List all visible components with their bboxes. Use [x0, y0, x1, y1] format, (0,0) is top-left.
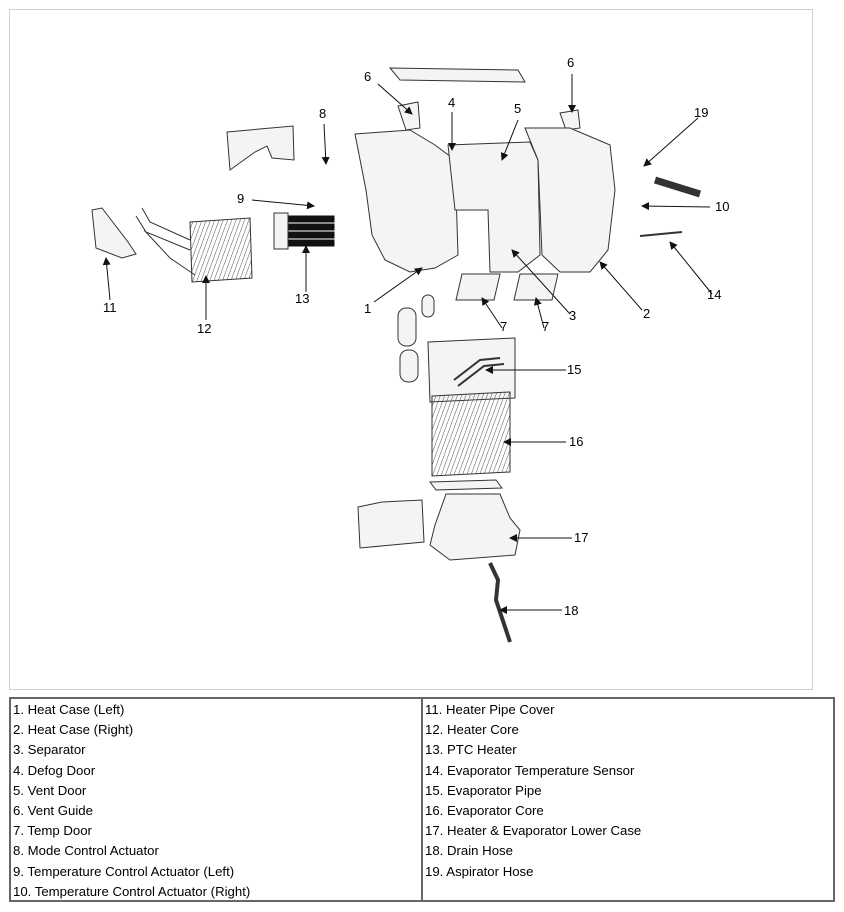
diagram-canvas: 1 2 3 4 5 6 6 7 7 8 9 10 11 12 13 14 15 …	[91, 55, 729, 643]
drain-hose-part	[488, 562, 512, 643]
legend-item: 19. Aspirator Hose	[425, 863, 534, 879]
heater-pipe-cover-part	[91, 207, 137, 259]
vent-guide-right-part	[559, 109, 581, 131]
callout-7b: 7	[542, 319, 549, 334]
leader-11	[102, 257, 111, 301]
callout-9: 9	[237, 191, 244, 206]
callout-15: 15	[567, 362, 581, 377]
parts-legend-table: 1. Heat Case (Left) 2. Heat Case (Right)…	[9, 697, 835, 902]
callout-17: 17	[574, 530, 588, 545]
legend-column-left: 1. Heat Case (Left) 2. Heat Case (Right)…	[11, 699, 423, 900]
legend-item: 8. Mode Control Actuator	[13, 843, 159, 859]
ptc-heater-part	[273, 212, 335, 250]
temp-door-left-part	[455, 273, 501, 301]
leader-3	[511, 249, 571, 315]
leader-5	[500, 119, 519, 161]
heat-case-left-part	[354, 129, 459, 273]
leader-7b	[533, 297, 545, 329]
legend-item: 10. Temperature Control Actuator (Right)	[13, 883, 251, 899]
legend-item: 5. Vent Door	[13, 782, 87, 798]
leader-9	[251, 199, 315, 210]
callout-16: 16	[569, 434, 583, 449]
callout-6a: 6	[364, 69, 371, 84]
legend-item: 17. Heater & Evaporator Lower Case	[425, 823, 642, 839]
heat-case-right-part	[524, 127, 616, 273]
callout-5: 5	[514, 101, 521, 116]
legend-item: 13. PTC Heater	[425, 742, 517, 758]
vent-guide-left-part	[397, 101, 421, 131]
leader-6a	[377, 83, 413, 115]
callout-8: 8	[319, 106, 326, 121]
top-cover-part	[388, 67, 526, 83]
separator-part	[447, 141, 541, 273]
seal-oval-1	[397, 307, 417, 347]
evaporator-plate-part	[427, 337, 516, 403]
side-panel-part	[226, 125, 295, 171]
leader-19	[643, 117, 699, 167]
legend-item: 12. Heater Core	[425, 722, 519, 738]
legend-item: 4. Defog Door	[13, 762, 96, 778]
callout-4: 4	[448, 95, 455, 110]
callout-12: 12	[197, 321, 211, 336]
callout-18: 18	[564, 603, 578, 618]
legend-item: 6. Vent Guide	[13, 802, 93, 818]
lower-shield-part	[357, 499, 425, 549]
legend-item: 15. Evaporator Pipe	[425, 782, 542, 798]
legend-column-right: 11. Heater Pipe Cover 12. Heater Core 13…	[423, 699, 833, 900]
callout-7a: 7	[500, 319, 507, 334]
leader-8	[321, 123, 330, 165]
evap-sensor-part	[639, 231, 683, 237]
legend-item: 3. Separator	[13, 742, 86, 758]
temp-door-right-part	[513, 273, 559, 301]
callout-13: 13	[295, 291, 309, 306]
legend-item: 18. Drain Hose	[425, 843, 513, 859]
callout-10: 10	[715, 199, 729, 214]
legend-item: 7. Temp Door	[13, 823, 92, 839]
lower-case-part	[429, 493, 521, 561]
aspirator-hose-part	[653, 176, 702, 198]
callout-14: 14	[707, 287, 721, 302]
exploded-diagram: 1 2 3 4 5 6 6 7 7 8 9 10 11 12 13 14 15 …	[9, 9, 813, 690]
gasket-part	[429, 479, 503, 491]
legend-item: 16. Evaporator Core	[425, 802, 544, 818]
leader-1	[373, 267, 423, 303]
callout-2: 2	[643, 306, 650, 321]
leader-7a	[481, 297, 503, 329]
leader-10	[641, 202, 711, 211]
leader-2	[599, 261, 643, 311]
legend-item: 2. Heat Case (Right)	[13, 722, 134, 738]
callout-19: 19	[694, 105, 708, 120]
legend-item: 1. Heat Case (Left)	[13, 702, 125, 717]
heater-pipes-part	[135, 207, 196, 276]
seal-oval-2	[421, 294, 435, 318]
evaporator-core-part	[431, 391, 511, 477]
legend-item: 11. Heater Pipe Cover	[425, 702, 555, 717]
callout-1: 1	[364, 301, 371, 316]
callout-6b: 6	[567, 55, 574, 70]
evaporator-pipe-part	[453, 357, 505, 387]
seal-oval-3	[399, 349, 419, 383]
leader-14	[669, 241, 713, 295]
heater-core-part	[189, 217, 253, 283]
callout-3: 3	[569, 308, 576, 323]
legend-item: 14. Evaporator Temperature Sensor	[425, 762, 635, 778]
callout-11: 11	[103, 300, 117, 315]
legend-item: 9. Temperature Control Actuator (Left)	[13, 863, 235, 879]
